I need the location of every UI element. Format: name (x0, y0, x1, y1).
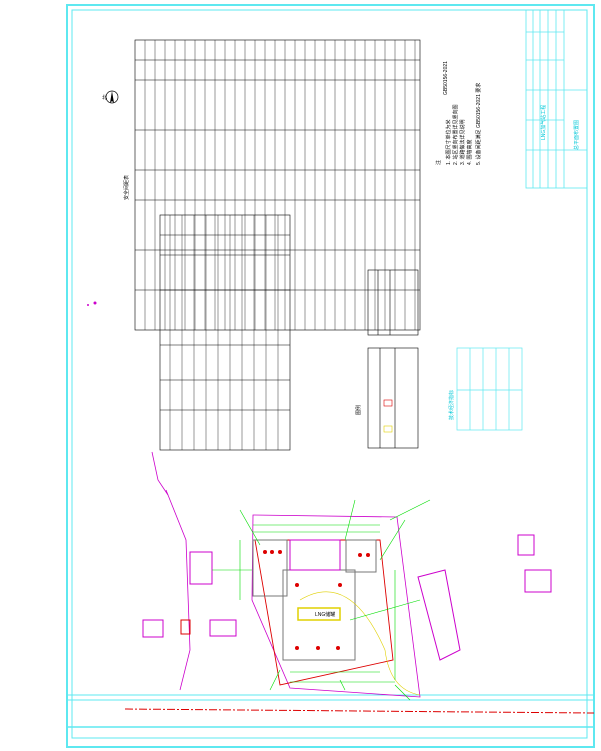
notes: 注 1. 本图尺寸单位为米 2. 站区竖向布置详见竖向图 3. 道路做法详见说明… (435, 61, 482, 165)
distance-table-rows (144, 40, 416, 330)
svg-text:北: 北 (102, 94, 107, 101)
notes-line: 4. 围墙高度 (466, 139, 473, 165)
notes-standard: GB50156-2021 (443, 61, 449, 95)
title-block (525, 9, 588, 189)
notes-line: 2. 站区竖向布置详见竖向图 (452, 104, 459, 165)
legend-title: 图例 (355, 405, 362, 415)
site-plan: LNG储罐 (67, 451, 595, 728)
summary-title: 技术经济指标 (448, 390, 455, 420)
equipment-table (159, 214, 291, 451)
notes-line: 1. 本图尺寸单位为米 (445, 119, 452, 165)
title-block-project: LNG加气站工程 (540, 105, 547, 140)
notes-heading: 注 (435, 160, 442, 165)
distance-table (134, 39, 421, 331)
inner-frame (71, 9, 588, 739)
north-arrow-icon: 北 (102, 90, 119, 104)
notes-line: 3. 道路做法详见说明 (459, 119, 466, 165)
summary-table (456, 347, 523, 431)
equipment-table-rows (169, 215, 279, 450)
legend-table (367, 347, 419, 449)
outer-frame (66, 4, 595, 748)
station-label: LNG储罐 (315, 611, 335, 618)
spec-table (367, 269, 419, 336)
title-block-title: 总平面布置图 (573, 120, 580, 150)
distance-table-title: 安全间距表 (123, 175, 130, 200)
notes-line: 5. 设备间距满足 GB50156-2021 要求 (475, 83, 482, 165)
